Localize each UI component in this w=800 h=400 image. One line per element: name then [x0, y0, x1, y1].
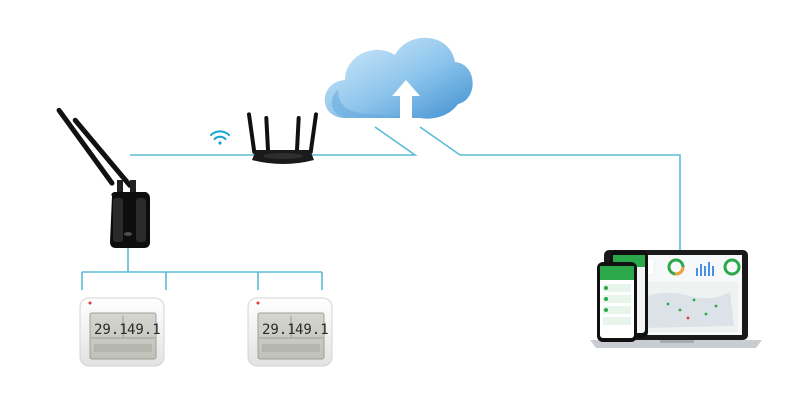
wifi-icon	[210, 130, 230, 145]
temp-humidity-sensor-2: 29.1 49.1	[247, 297, 333, 367]
temp-humidity-sensor-1: 29.1 49.1	[79, 297, 165, 367]
connector-lines	[81, 126, 681, 290]
phone-app-front	[597, 262, 637, 342]
upload-arrow-icon	[392, 80, 420, 120]
sensor-2-temperature: 29.1	[262, 322, 296, 338]
router-to-cloud-line	[310, 126, 418, 156]
sensor-1-temperature: 29.1	[94, 322, 128, 338]
cloud-server	[324, 37, 473, 120]
wifi-router	[246, 112, 319, 164]
cloud-to-laptop-line	[419, 126, 681, 262]
lorawan-gateway	[56, 107, 150, 248]
sensor-1-humidity: 49.1	[127, 322, 161, 338]
sensor-2-humidity: 49.1	[295, 322, 329, 338]
